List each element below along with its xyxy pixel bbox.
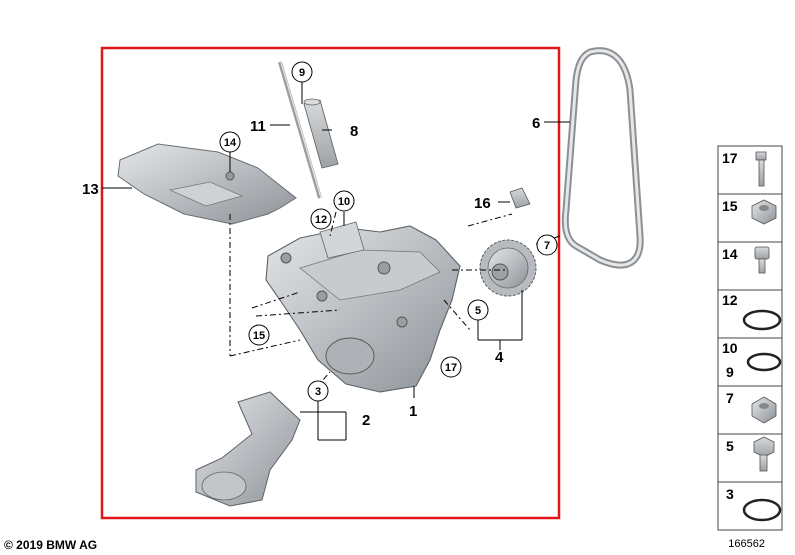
legend-5: 5 [726,438,734,454]
svg-text:12: 12 [315,214,327,226]
callout-14: 14 [219,131,241,153]
hardware-legend: 17 15 14 12 10 9 7 [717,145,783,531]
seal-ring-12-icon [742,309,782,331]
label-11: 11 [250,118,266,135]
hex-nut-icon [751,396,777,424]
oil-baffle-plate [117,143,297,225]
svg-text:14: 14 [224,137,237,149]
oil-pickup-pipe [195,391,301,507]
legend-9: 9 [726,364,734,380]
callout-17: 17 [440,356,462,378]
label-4: 4 [495,349,504,366]
callout-15: 15 [248,324,270,346]
callout-10: 10 [333,190,355,212]
svg-text:15: 15 [253,330,265,342]
label-2: 2 [362,412,370,429]
drive-chain [561,47,644,269]
legend-10: 10 [722,340,738,356]
label-16: 16 [474,195,491,212]
oil-dipstick-tube [278,61,322,199]
callout-7: 7 [536,234,558,256]
bolt-14-icon [754,246,770,274]
guide-sleeve [303,98,339,169]
svg-text:3: 3 [315,386,321,398]
label-6: 6 [532,115,540,132]
legend-3: 3 [726,486,734,502]
svg-text:10: 10 [338,196,350,208]
callout-5: 5 [467,299,489,321]
legend-17: 17 [722,150,738,166]
dash-lines [229,211,513,391]
seal-ring-3-icon [742,498,782,522]
seal-ring-10-icon [746,352,782,372]
svg-text:17: 17 [445,362,457,374]
drive-sprocket [479,239,537,297]
svg-text:7: 7 [544,240,550,252]
legend-12: 12 [722,292,738,308]
callout-12: 12 [310,208,332,230]
svg-text:5: 5 [475,305,481,317]
copyright-notice: © 2019 BMW AG [4,538,98,552]
hex-bolt-icon [753,436,775,472]
svg-text:9: 9 [299,67,305,79]
label-13: 13 [82,181,99,198]
legend-14: 14 [722,246,738,262]
legend-7: 7 [726,390,734,406]
assembly-frame [100,46,561,520]
diagram-id: 166562 [728,538,765,550]
label-8: 8 [350,123,358,140]
callout-9: 9 [291,61,313,83]
collar-nut-icon [751,199,777,225]
legend-15: 15 [722,198,738,214]
oil-pump-body [265,221,461,393]
label-1: 1 [409,403,417,420]
bolt-sleeve [509,187,531,209]
callout-3: 3 [307,380,329,402]
bolt-17-icon [755,151,767,187]
